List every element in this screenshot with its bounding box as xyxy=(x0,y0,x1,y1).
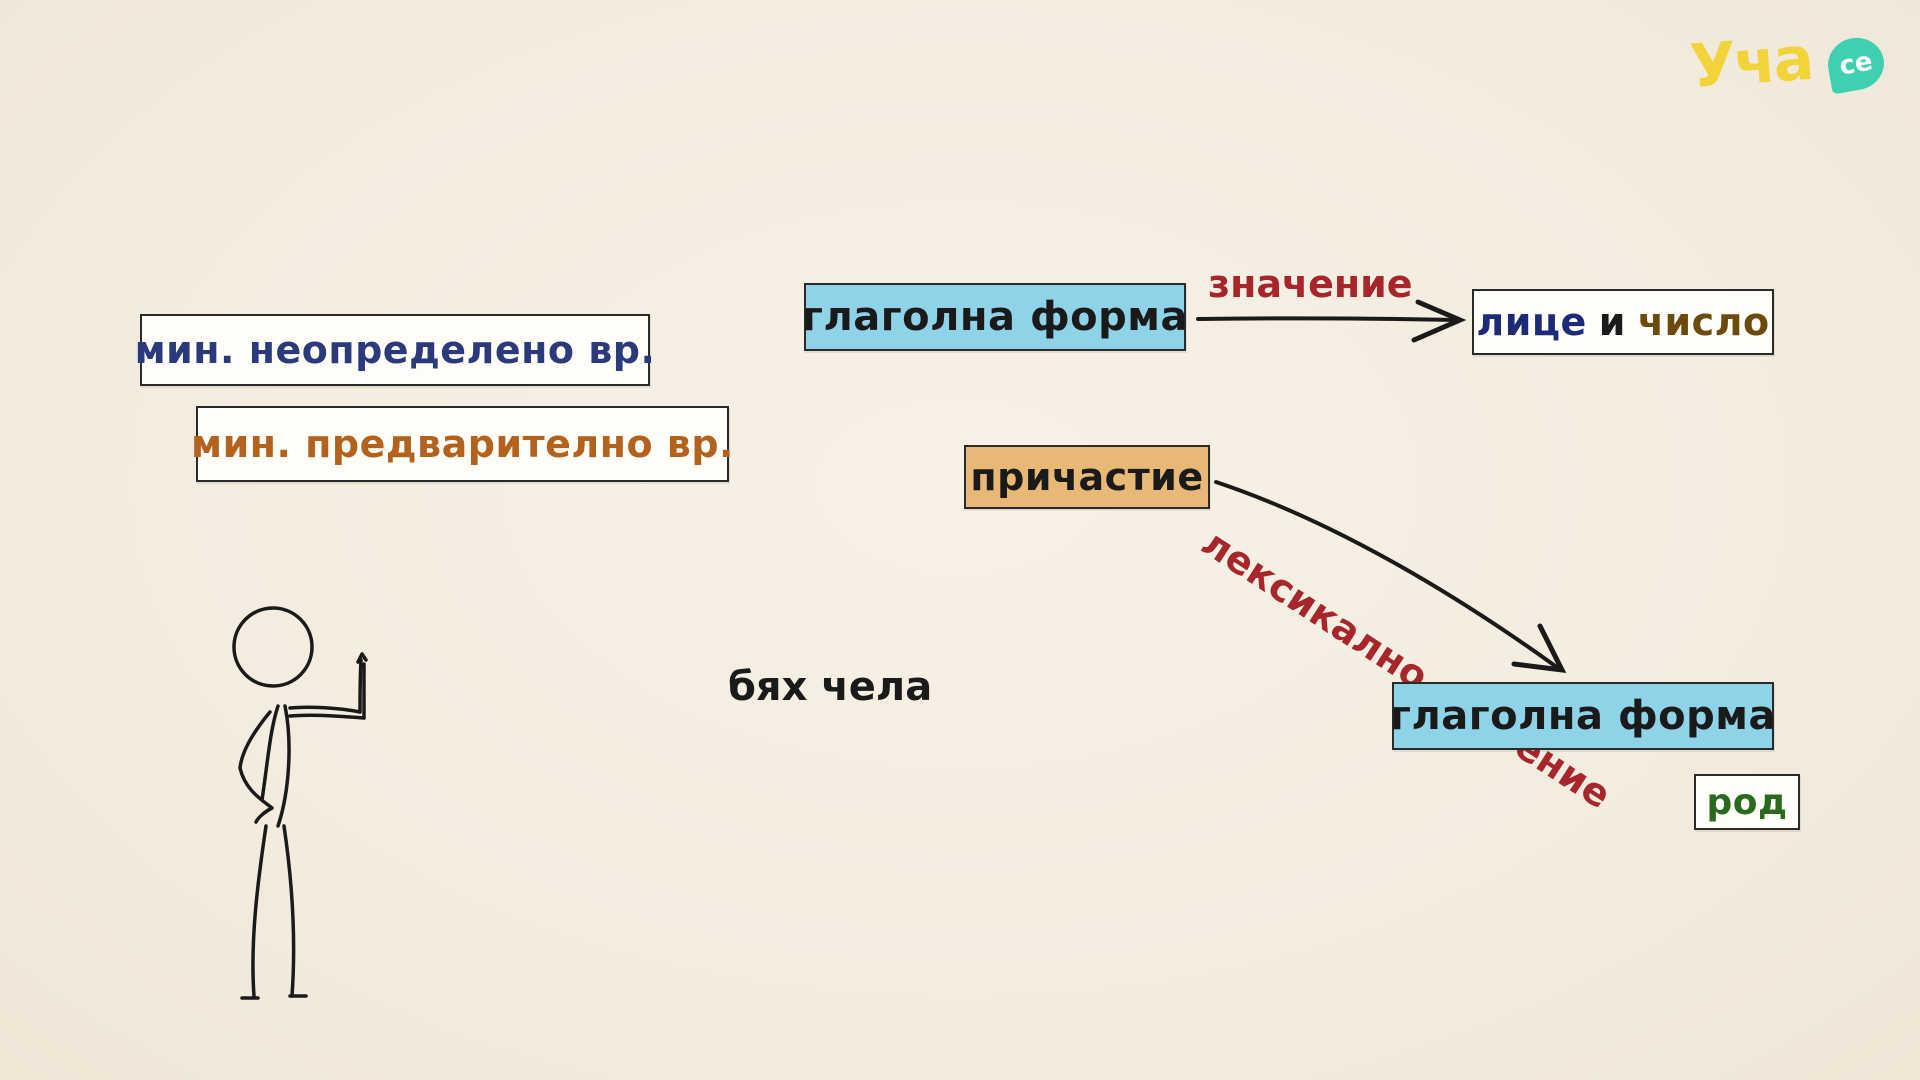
verb-form-card-bottom: глаголна форма xyxy=(1390,682,1776,750)
stick-figure xyxy=(232,606,368,1000)
past-perfect-card: мин. предварително вр. xyxy=(191,406,733,482)
verb-form-card-top: глаголна форма xyxy=(802,283,1188,351)
and-label: и xyxy=(1598,300,1626,344)
gender-card: род xyxy=(1694,774,1800,830)
past-indefinite-card: мин. неопределено вр. xyxy=(135,314,655,386)
participle-card: причастие xyxy=(964,445,1210,509)
past-perfect-label: мин. предварително вр. xyxy=(191,422,734,466)
lexical-arrow xyxy=(1214,480,1567,674)
meaning-arrow xyxy=(1196,299,1467,343)
verb-form-top-label: глаголна форма xyxy=(802,294,1188,340)
verb-form-bottom-label: глаголна форма xyxy=(1390,693,1776,739)
person-label: лице xyxy=(1476,300,1587,344)
number-label: число xyxy=(1637,300,1770,344)
gender-label: род xyxy=(1706,781,1788,823)
meaning-label: значение xyxy=(1208,262,1413,306)
example-text: бях чела xyxy=(728,664,933,710)
person-number-card: лице и число xyxy=(1472,289,1774,355)
participle-label: причастие xyxy=(970,455,1204,499)
past-indefinite-label: мин. неопределено вр. xyxy=(134,328,656,372)
